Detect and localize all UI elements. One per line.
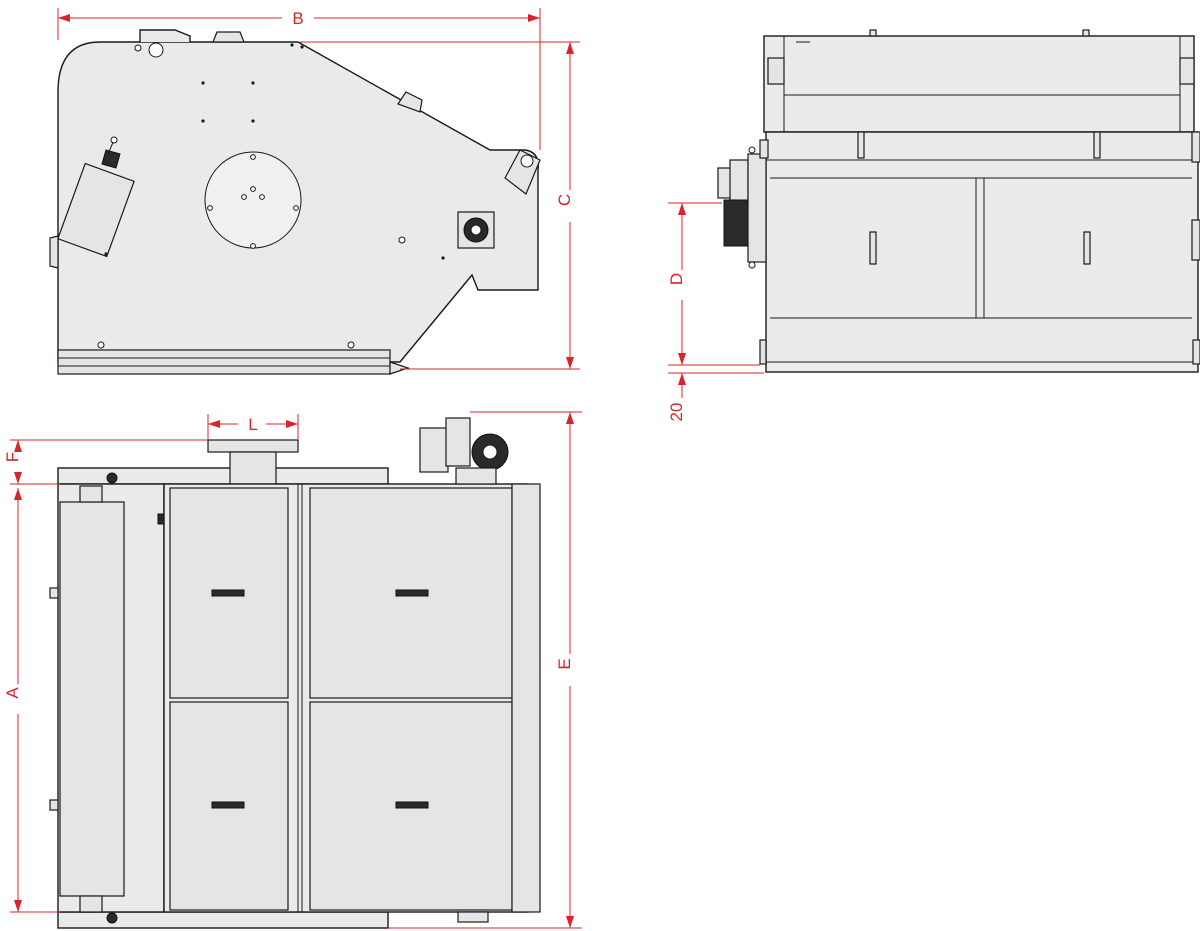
side-view bbox=[49, 29, 541, 375]
panel-handle bbox=[395, 801, 429, 809]
dimension-label-d: D bbox=[667, 273, 686, 285]
panel-handle bbox=[395, 589, 429, 597]
lifting-handle bbox=[212, 31, 245, 43]
dimension-label-b: B bbox=[292, 9, 303, 28]
dimension-label-c: C bbox=[555, 194, 574, 206]
front-view-main-body bbox=[765, 131, 1199, 373]
inlet-flange bbox=[207, 439, 299, 485]
dimension-label-l: L bbox=[248, 415, 257, 434]
panel-handle bbox=[211, 589, 245, 597]
top-view-gearmotor bbox=[419, 417, 509, 485]
dimensions: B C D 20 L F bbox=[3, 8, 764, 929]
tensioner-assembly bbox=[49, 136, 135, 269]
dimension-label-clearance: 20 bbox=[667, 403, 686, 422]
front-view bbox=[717, 29, 1200, 373]
top-view bbox=[49, 417, 541, 929]
side-view-base-rail bbox=[57, 349, 391, 375]
front-view-upper-housing bbox=[763, 35, 1195, 133]
rotating-disk bbox=[204, 151, 302, 249]
dimension-label-a: A bbox=[3, 687, 22, 699]
lifting-handle bbox=[397, 91, 423, 113]
door-handle bbox=[869, 231, 877, 265]
top-view-roller bbox=[59, 501, 125, 897]
front-view-gearmotor bbox=[717, 139, 769, 269]
door-handle bbox=[1083, 231, 1091, 265]
panel-handle bbox=[211, 801, 245, 809]
top-bracket bbox=[139, 29, 191, 42]
flange-bearing bbox=[457, 211, 495, 249]
dimension-label-e: E bbox=[555, 658, 574, 669]
dimension-label-f: F bbox=[3, 452, 22, 462]
